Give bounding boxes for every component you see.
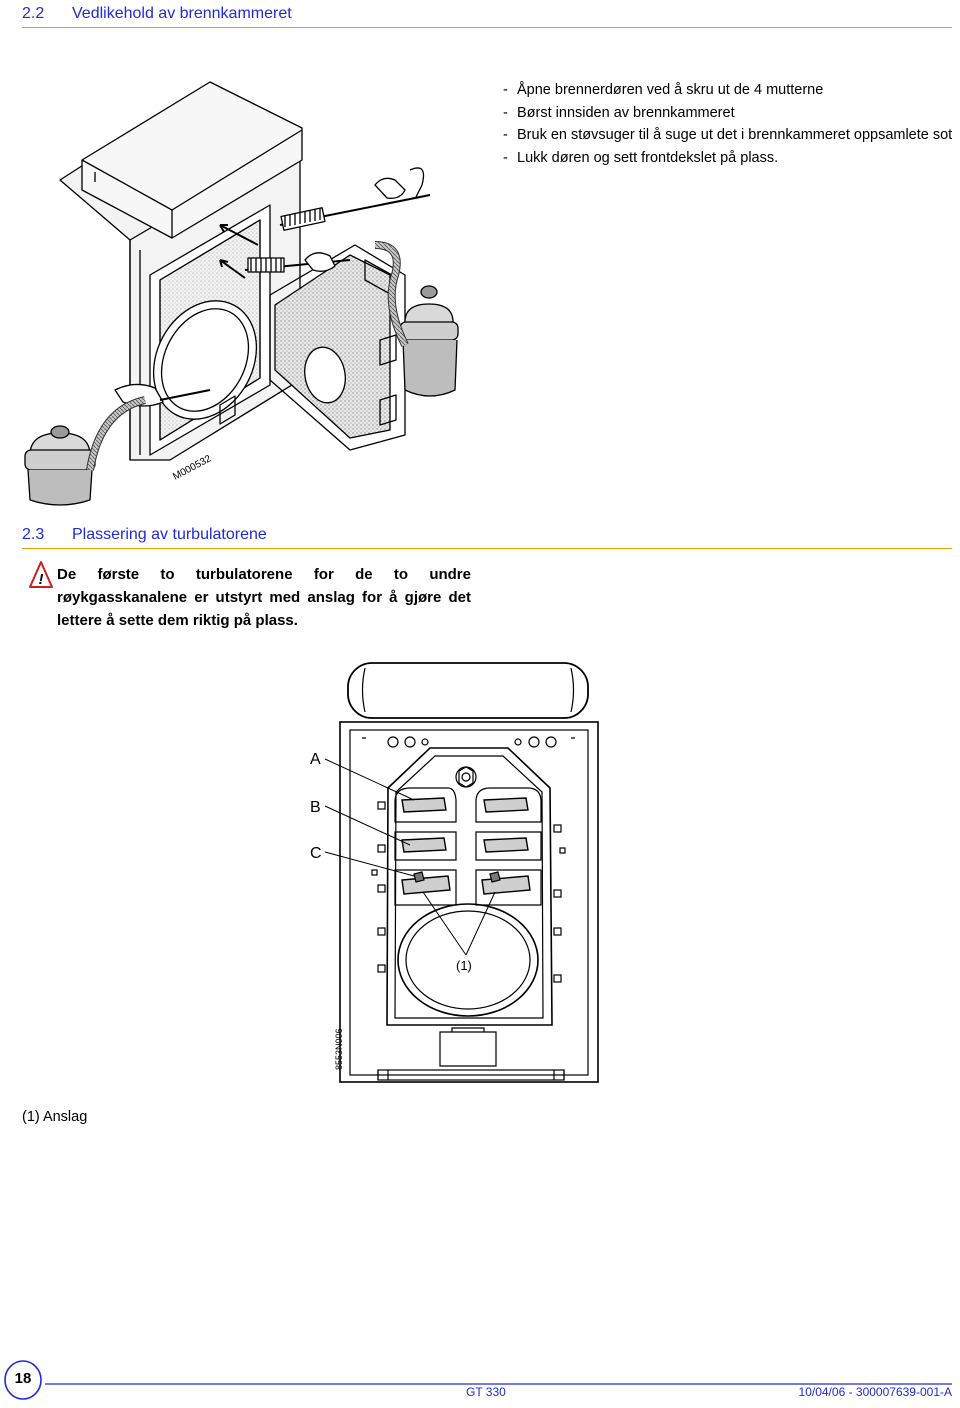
label-b: B [310, 799, 321, 816]
section-number: 2.2 [22, 5, 45, 22]
svg-text:!: ! [39, 571, 44, 588]
maintenance-steps: -Åpne brennerdøren ved å skru ut de 4 mu… [503, 79, 953, 169]
list-item: -Åpne brennerdøren ved å skru ut de 4 mu… [503, 82, 824, 98]
figure-code: M000532 [171, 453, 213, 482]
section-number: 2.3 [22, 526, 45, 543]
document-reference: 10/04/06 - 300007639-001-A [798, 1385, 952, 1399]
figure-legend: (1) Anslag [22, 1109, 88, 1125]
footer-line [4, 1360, 952, 1400]
turbulator-diagram: A B C (1) 8553N006 [310, 662, 599, 1083]
figure-code: 8553N006 [334, 1028, 344, 1070]
list-item: -Børst innsiden av brennkammeret [503, 104, 735, 121]
product-name: GT 330 [466, 1385, 506, 1399]
side-bolts [371, 801, 566, 983]
list-item: -Lukk døren og sett frontdekslet på plas… [503, 149, 779, 166]
page-number: 18 [14, 1370, 32, 1387]
vent-holes [387, 736, 557, 748]
section-rule [22, 27, 952, 28]
section-heading-2-2: 2.2 Vedlikehold av brennkammeret [22, 5, 292, 23]
stop-label: (1) [456, 958, 472, 973]
section-heading-2-3: 2.3 Plassering av turbulatorene [22, 526, 267, 544]
section-rule [22, 548, 952, 549]
label-c: C [310, 845, 322, 862]
label-a: A [310, 751, 321, 768]
section-title: Plassering av turbulatorene [72, 526, 267, 543]
list-item: -Bruk en støvsuger til å suge ut det i b… [503, 127, 953, 143]
boiler-cleaning-illustration: M000532 [24, 81, 459, 506]
section-title: Vedlikehold av brennkammeret [72, 5, 292, 22]
warning-text: De første to turbulatorene for de to und… [57, 566, 471, 629]
warning-triangle-icon: ! [29, 561, 53, 588]
